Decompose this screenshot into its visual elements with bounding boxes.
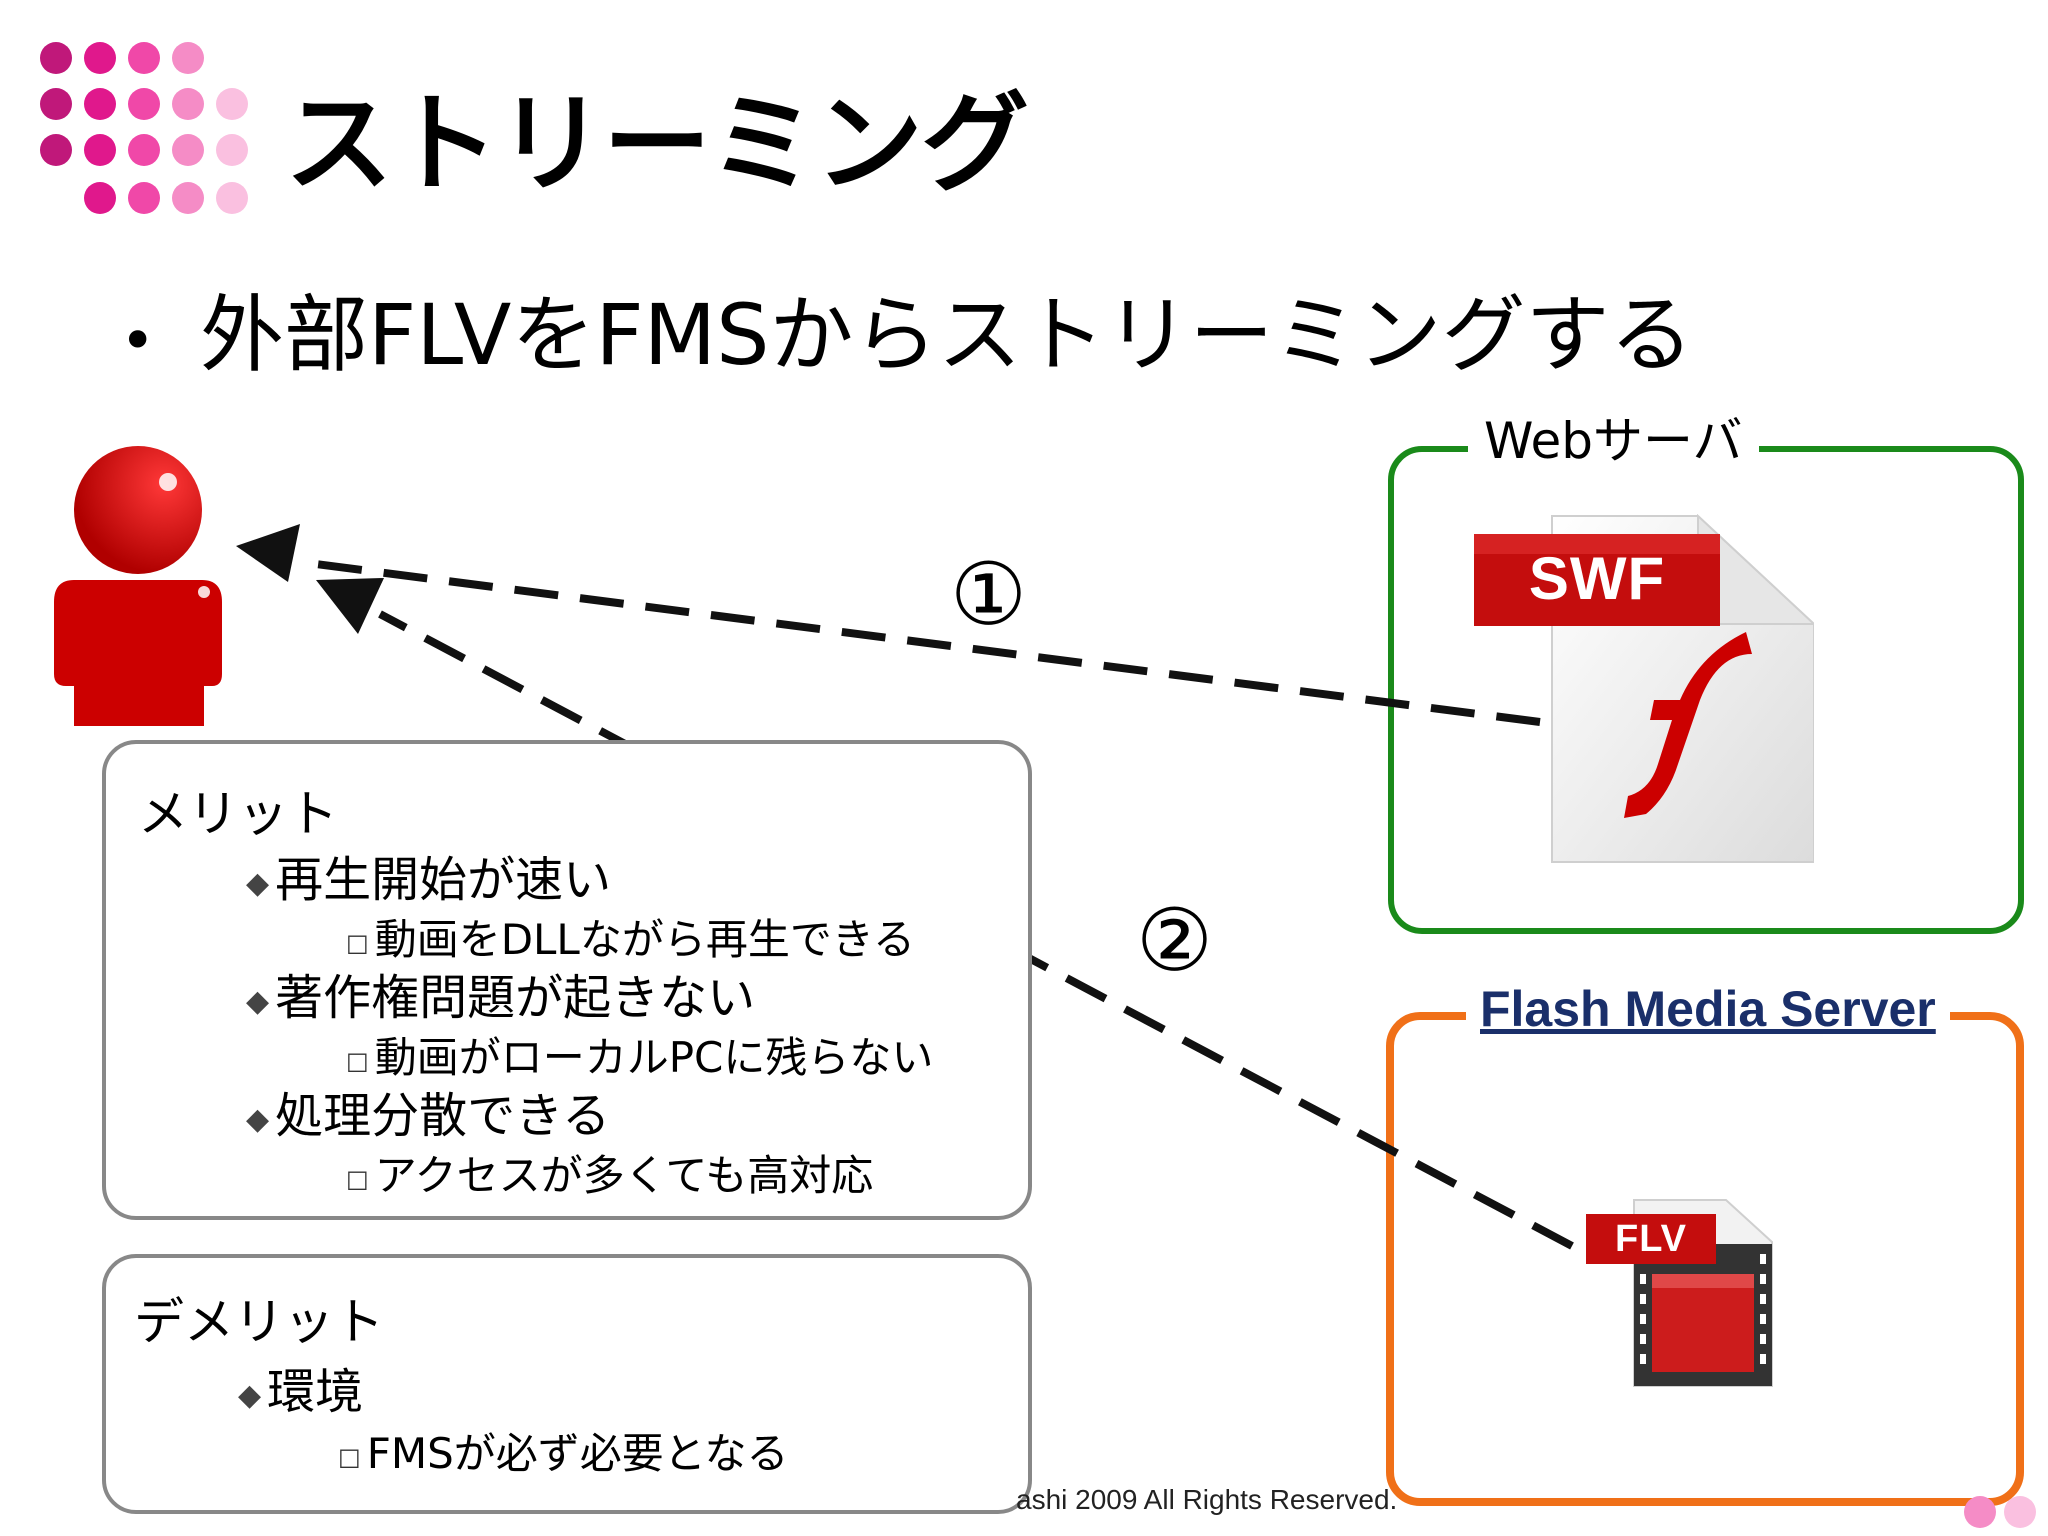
flv-document-shape [1586,1199,1773,1387]
title-dot [128,182,160,214]
title-dot [128,134,160,166]
merit-subitem: □動画をDLLながら再生できる [346,915,915,964]
demerit-title: デメリット [134,1293,384,1351]
diamond-bullet-icon: ◆ [246,865,270,901]
demerit-subitem: □FMSが必ず必要となる [338,1429,789,1478]
step2-number: ② [1136,891,1214,991]
swf-file-icon: SWF [1474,514,1814,864]
title-dot [84,42,116,74]
web-server-label: Webサーバ [1468,416,1759,466]
user-icon [54,446,222,726]
flv-label: FLV [1615,1218,1687,1260]
diamond-bullet-icon: ◆ [238,1377,262,1413]
square-bullet-icon: □ [346,928,369,957]
corner-dot [1964,1496,1996,1528]
title-dot [40,42,72,74]
title-dot [216,182,248,214]
merit-item: ◆著作権問題が起きない [246,970,756,1026]
diamond-bullet-icon: ◆ [246,983,270,1019]
merit-item: ◆処理分散できる [246,1088,611,1144]
arrow-step1-head [236,524,300,582]
corner-dot [2004,1496,2036,1528]
title-dot [128,88,160,120]
slide-title: ストリーミング [285,82,1029,207]
slide-bullet: • 外部FLVをFMSからストリーミングする [120,285,1693,386]
bullet-mark: • [120,306,156,377]
title-dot [172,42,204,74]
title-dot [128,42,160,74]
fms-label[interactable]: Flash Media Server [1466,984,1950,1034]
title-dot [172,182,204,214]
title-dot [216,88,248,120]
title-dot [172,88,204,120]
demerit-item: ◆環境 [238,1364,364,1420]
title-dot [40,134,72,166]
step1-number: ① [950,545,1028,645]
square-bullet-icon: □ [346,1164,369,1193]
arrow-step2-head [316,578,384,634]
title-dot [84,182,116,214]
diamond-bullet-icon: ◆ [246,1101,270,1137]
bullet-text: 外部FLVをFMSからストリーミングする [200,286,1694,384]
footer-copyright: ashi 2009 All Rights Reserved. [1016,1484,1398,1515]
flv-file-icon: FLV [1586,1198,1776,1388]
title-dot [172,134,204,166]
title-dot [84,88,116,120]
title-dot [216,134,248,166]
arrow-step1-line [299,558,1541,726]
swf-label: SWF [1528,545,1666,612]
merit-title: メリット [138,785,338,843]
swf-document-shape [1474,514,1814,863]
merit-box: メリット ◆再生開始が速い □動画をDLLながら再生できる ◆著作権問題が起きな… [102,740,1032,1220]
merit-subitem: □動画がローカルPCに残らない [346,1033,934,1082]
square-bullet-icon: □ [338,1442,361,1471]
demerit-box: デメリット ◆環境 □FMSが必ず必要となる [102,1254,1032,1514]
square-bullet-icon: □ [346,1046,369,1075]
title-dot [40,88,72,120]
merit-item: ◆再生開始が速い [246,852,612,908]
title-dot [84,134,116,166]
merit-subitem: □アクセスが多くても高対応 [346,1151,874,1200]
